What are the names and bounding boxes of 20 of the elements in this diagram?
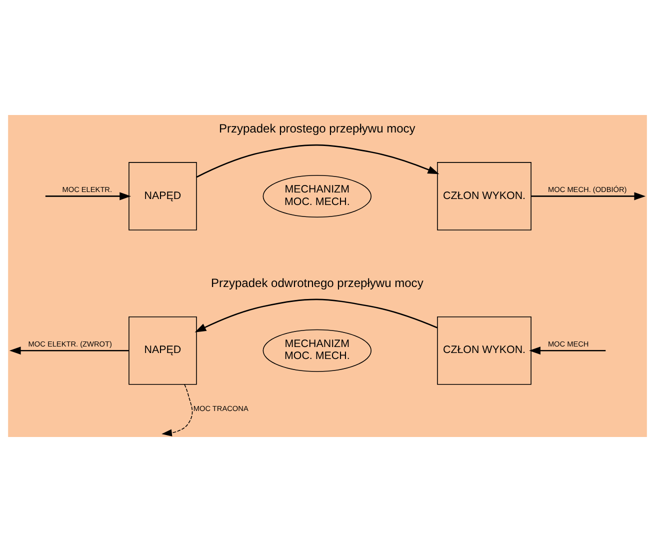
node-ellipse: MECHANIZM MOC. MECH. (262, 174, 372, 217)
node-ellipse: MECHANIZM MOC. MECH. (262, 328, 372, 372)
edge-label: MOC MECH. (ODBIÓR) (548, 184, 627, 194)
edge-label: MOC ELEKTR. (ZWROT) (28, 338, 112, 348)
edge-label: MOC MECH (548, 338, 589, 348)
node-box: CZŁON WYKON. (437, 316, 532, 384)
arrow (196, 144, 440, 178)
node-box: NAPĘD (128, 316, 197, 384)
arrow (162, 384, 193, 436)
node-box: CZŁON WYKON. (437, 162, 532, 230)
label: Przypadek prostego przepływu mocy (218, 121, 416, 136)
edge-label: MOC ELEKTR. (62, 184, 112, 194)
label: Przypadek odwrotnego przepływu mocy (210, 276, 424, 290)
arrow (45, 192, 131, 200)
arrow (531, 192, 646, 200)
arrow (9, 346, 129, 354)
node-box: NAPĘD (128, 162, 197, 230)
edge-label: MOC TRACONA (193, 403, 248, 412)
arrow (194, 298, 438, 332)
arrow (529, 346, 606, 354)
